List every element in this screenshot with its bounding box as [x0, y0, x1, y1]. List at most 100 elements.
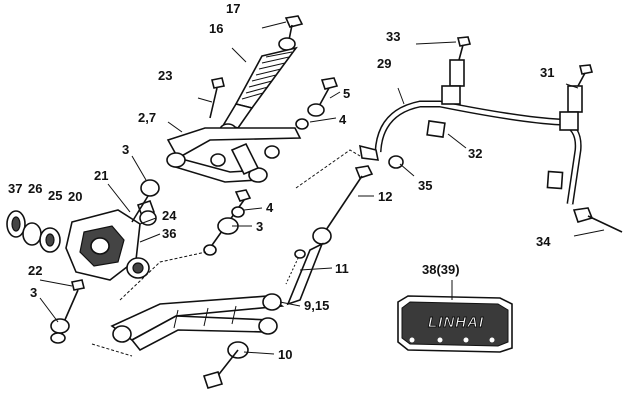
callout-10: 10 — [278, 347, 292, 362]
upper-ball-joint-bushing — [140, 179, 160, 197]
guide-lower — [91, 343, 133, 357]
callout-22: 22 — [28, 263, 42, 278]
bolt-11-axis — [285, 253, 301, 285]
shock-lower-bolt-head — [211, 77, 225, 89]
stabilizer-bar — [359, 36, 623, 233]
leader-32 — [447, 133, 467, 149]
leader-24 — [139, 217, 157, 225]
callout-37: 37 — [8, 181, 22, 196]
bracket-33-bolt-shank — [458, 44, 464, 61]
callout-17: 17 — [226, 1, 240, 16]
guard-plate: LINHAI — [397, 295, 513, 353]
bracket-31-bolt — [578, 64, 594, 75]
pivot-bolt-11 — [285, 249, 306, 285]
lower-arm-front-eye — [112, 325, 132, 343]
leader-23 — [197, 97, 213, 103]
leader-17 — [261, 21, 287, 29]
guard-plate-hole-4 — [489, 337, 495, 343]
lower-link-stack — [203, 189, 252, 256]
leader-33 — [415, 41, 457, 45]
pivot-bolt-head — [320, 77, 339, 90]
leader-34 — [573, 229, 605, 237]
hub-bearing-stack — [6, 210, 61, 253]
lower-arm-bushing-3 — [50, 318, 70, 334]
link-washer-4 — [231, 206, 245, 218]
leader-3a — [131, 155, 147, 181]
pivot-bolt-10 — [202, 341, 249, 389]
callout-3-upper: 3 — [122, 142, 129, 157]
callout-11: 11 — [335, 261, 349, 276]
bracket-31-upper — [567, 85, 583, 113]
guard-plate-logo: LINHAI — [428, 314, 484, 331]
callout-34: 34 — [536, 234, 551, 249]
callout-38-39: 38(39) — [422, 262, 460, 277]
guard-plate-face — [401, 301, 509, 347]
upper-arm-cross-tube — [230, 142, 260, 176]
leader-915 — [279, 301, 301, 307]
callout-33: 33 — [386, 29, 400, 44]
bolt-12-shank — [321, 175, 363, 237]
pivot-nut — [295, 118, 309, 130]
callout-2-7: 2,7 — [138, 110, 156, 125]
hub-ring-26 — [22, 222, 42, 246]
callout-23: 23 — [158, 68, 172, 83]
lower-arm-rear-eye-lower — [258, 317, 278, 335]
callout-12: 12 — [378, 189, 392, 204]
leader-27 — [167, 121, 183, 133]
leader-35 — [399, 163, 415, 177]
stabilizer-left-end — [359, 144, 380, 161]
bolt-11-washer — [294, 249, 306, 259]
bolt-12-bushing — [312, 227, 332, 245]
knuckle-lower-bolt-shank — [63, 289, 79, 323]
bolt-10-nut — [202, 371, 224, 389]
shock-top-bolt-head — [284, 15, 304, 28]
leader-36 — [139, 233, 161, 243]
link-nut — [203, 244, 217, 256]
shock-lower-bolt-shank — [209, 87, 218, 119]
stabilizer-bushing-left — [426, 120, 446, 138]
lower-arm-rear-eye-upper — [262, 293, 282, 311]
callout-3-lower: 3 — [30, 285, 37, 300]
leader-11 — [299, 267, 333, 271]
callout-24: 24 — [162, 208, 177, 223]
leader-22 — [39, 279, 73, 287]
guide-upper — [295, 149, 361, 189]
upper-arm-bushing-a — [210, 153, 226, 167]
bolt-12-sleeve — [286, 242, 324, 306]
pivot-bolt-12 — [286, 165, 374, 306]
leader-4b — [243, 207, 263, 211]
leader-31 — [565, 83, 579, 89]
leader-3c — [39, 297, 59, 323]
callout-5: 5 — [343, 86, 350, 101]
callout-21: 21 — [94, 168, 108, 183]
stabilizer-washer-35 — [388, 155, 404, 169]
guide-knuckle — [119, 251, 207, 301]
callout-29: 29 — [377, 56, 391, 71]
callout-4-lower: 4 — [266, 200, 274, 215]
knuckle-assembly — [63, 179, 160, 323]
bolt-10-shank — [215, 349, 239, 379]
bolt-12-head — [354, 165, 374, 179]
shock-absorber — [209, 15, 304, 137]
bracket-33-lower — [441, 85, 461, 105]
callout-9-15: 9,15 — [304, 298, 329, 313]
bracket-33-bolt — [456, 36, 472, 47]
hub-seal-37-core — [11, 216, 21, 232]
bracket-33-upper — [449, 59, 465, 87]
leader-lines — [39, 21, 605, 357]
callout-25: 25 — [48, 188, 62, 203]
upper-arm-bushing-b — [264, 145, 280, 159]
leader-29 — [397, 87, 405, 105]
leader-4a — [309, 117, 337, 123]
lower-arm-washer — [50, 332, 66, 344]
knuckle-hub-bore — [90, 237, 110, 255]
link-bolt-head — [234, 189, 252, 202]
callout-26: 26 — [28, 181, 42, 196]
callout-20: 20 — [68, 189, 82, 204]
lower-arm-gusset-c — [231, 305, 237, 325]
shock-spring-coils — [241, 51, 293, 100]
knuckle-lower-bolt-head — [71, 279, 85, 291]
bracket-31-lower — [559, 111, 579, 131]
